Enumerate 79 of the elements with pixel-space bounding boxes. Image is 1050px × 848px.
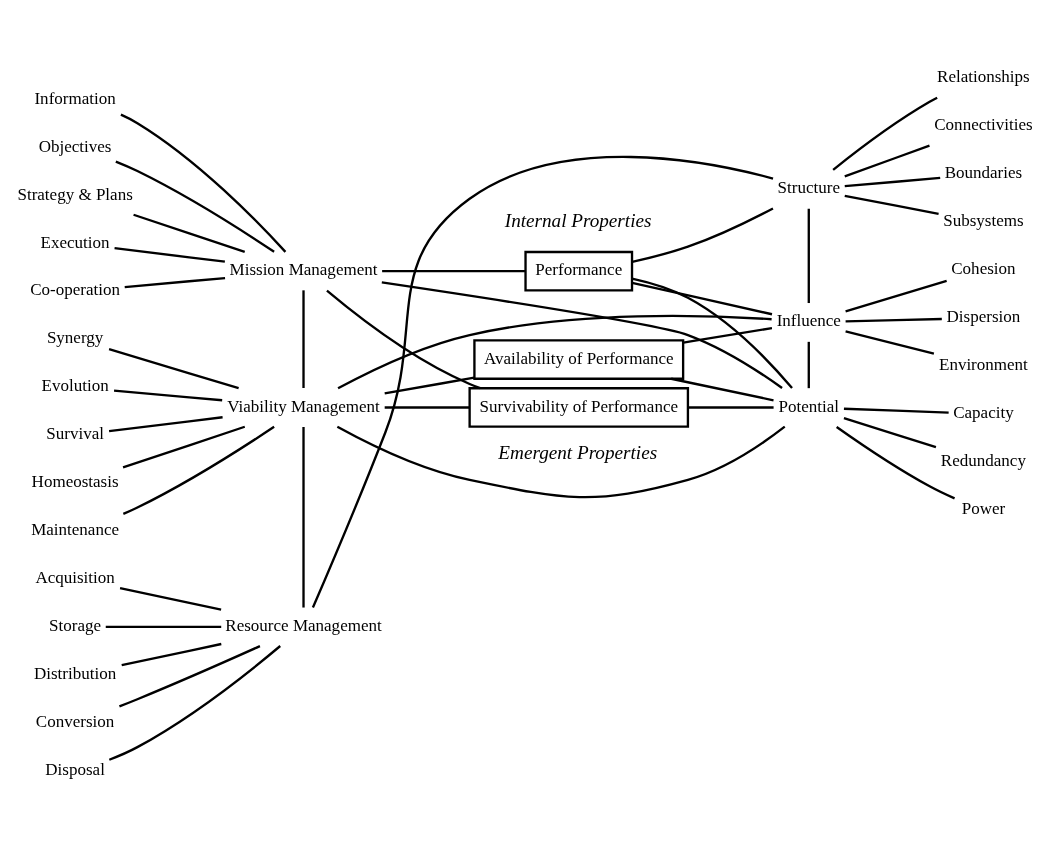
connector [845,317,942,323]
connector [807,341,810,388]
node-text: Boundaries [944,162,1023,182]
node-text: Mission Management [229,259,378,279]
connector [381,280,783,389]
connector [122,425,275,515]
connector [302,426,305,608]
node-text: Information [34,88,116,108]
node-text: Strategy & Plans [17,184,133,204]
connector [845,329,935,355]
connector [133,213,246,253]
connector [121,642,222,666]
node-text: Influence [776,310,841,330]
connector [326,289,481,389]
node-text: Storage [49,615,102,635]
connector [124,276,226,288]
node-text: Synergy [46,327,104,347]
connector [683,326,773,344]
node-text: Disposal [45,759,105,779]
node-text: Objectives [38,136,112,156]
connector [115,160,275,253]
node-box: Availability of Performance [473,338,685,380]
node-text: Viability Management [227,396,380,416]
node-text: Dispersion [946,306,1021,326]
connector [832,96,938,171]
node-text: Acquisition [35,567,115,587]
node-text: Capacity [953,402,1014,422]
node-text: Environment [938,354,1028,374]
connector [845,279,947,313]
connector [631,281,773,315]
connector [843,416,937,448]
connector [119,644,261,707]
connector [119,586,222,611]
connector [113,388,223,401]
node-text: Homeostasis [31,471,119,491]
connector [337,314,772,389]
label: Emergent Properties [498,441,658,463]
node-text: Maintenance [31,519,120,539]
node-text: Potential [778,396,840,416]
node-text: Co-operation [30,279,120,299]
node-text: Resource Management [225,615,382,635]
node-text: Connectivities [934,114,1033,134]
connector [670,377,774,401]
connector [843,407,949,414]
connector [120,113,287,253]
connector [108,415,223,432]
node-text: Structure [777,177,840,197]
connector [302,289,305,388]
node-text: Conversion [35,711,115,731]
node-text: Subsystems [943,210,1024,230]
node-text: Relationships [937,66,1030,86]
connector [108,644,281,761]
connector [631,276,793,389]
connector [384,376,475,395]
node-text: Power [961,498,1006,518]
connector [382,269,526,272]
node-text: Execution [40,232,110,252]
label: Internal Properties [504,209,652,231]
connector [114,246,225,263]
connector [844,144,930,178]
connector [844,194,939,215]
connector [807,208,810,303]
connector [688,405,774,409]
connector [631,206,774,263]
connector [311,155,774,608]
node-text: Survival [46,423,104,443]
node-text: Cohesion [951,258,1016,278]
node-text: Evolution [41,375,109,395]
connector [836,425,956,499]
connector [122,425,246,468]
connector [384,405,470,409]
connector [108,347,239,389]
node-text: Distribution [33,663,117,683]
connector [105,625,222,628]
node-text: Redundancy [940,450,1026,470]
connector [336,425,786,498]
node-box: Performance [524,250,634,291]
node-box: Survivability of Performance [468,386,690,428]
connector [844,176,941,187]
